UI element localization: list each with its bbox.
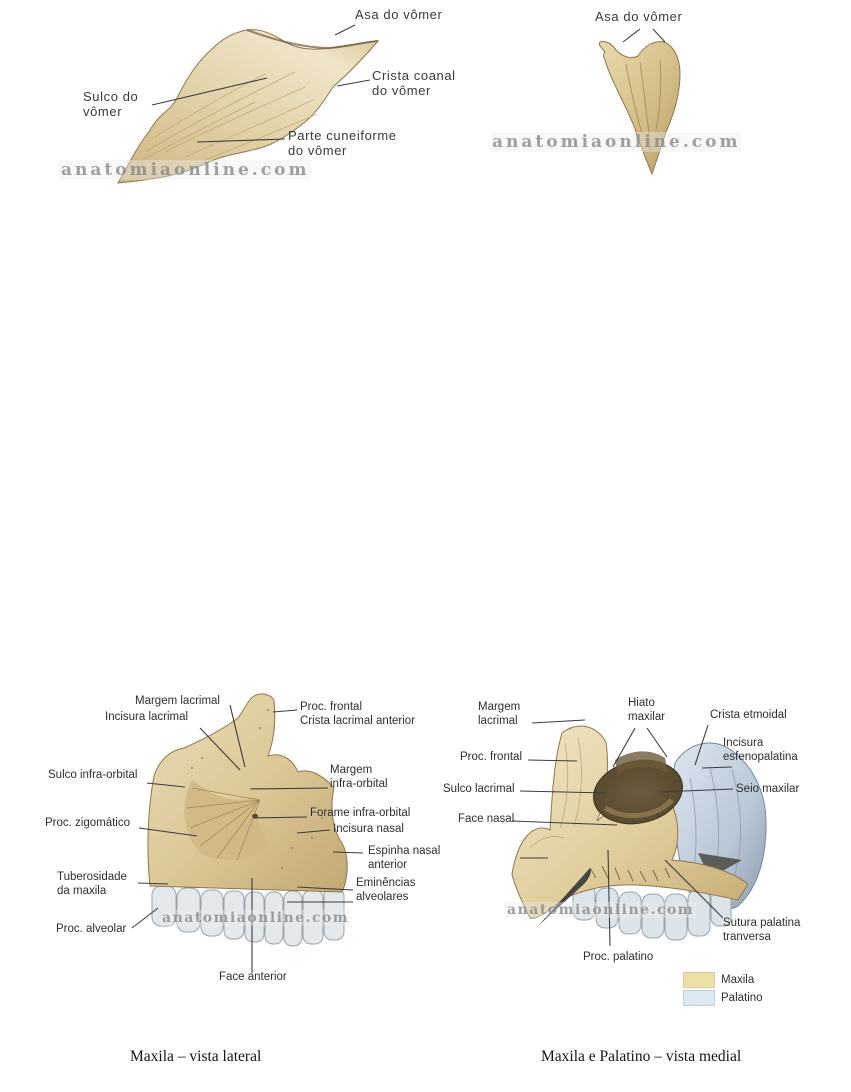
leader-line [646,727,668,758]
label-forame-infra-orbital: Forame infra-orbital [310,807,411,819]
teeth-row [572,883,732,941]
leader-lines [511,719,734,947]
leader-line [531,719,586,724]
label-proc-frontal: Proc. frontal [460,751,522,763]
leader-line [296,829,331,834]
leader-line [249,787,329,790]
label-incisura-lacrimal: Incisura lacrimal [105,711,189,723]
legend-item-maxila: Maxila [683,972,754,988]
zygomatic-ridges [186,787,261,861]
legend-swatch-palatino [683,990,715,1006]
infraorbital-foramen [252,813,258,819]
label-margem-lacrimal: Margem lacrimal [478,701,521,728]
leader-line [336,79,371,87]
label-margem-infra-orbital: Margem infra-orbital [330,764,388,791]
label-sulco-infra-orbital: Sulco infra-orbital [48,769,138,781]
zygomatic-process-area [184,780,270,861]
legend-item-palatino: Palatino [683,990,763,1006]
label-sulco-lacrimal: Sulco lacrimal [443,783,515,795]
label-hiato-maxilar: Hiato maxilar [628,697,666,724]
label-sulco-do-vomer: Sulco do vômer [83,89,139,119]
figure-caption-maxila-palatino: Maxila e Palatino – vista medial [541,1048,742,1065]
label-face-nasal: Face nasal [458,813,515,825]
label-margem-lacrimal: Margem lacrimal [135,695,220,707]
label-asa-do-vomer: Asa do vômer [595,9,683,24]
figure-caption-maxila-lateral: Maxila – vista lateral [130,1048,262,1065]
label-incisura-nasal: Incisura nasal [333,823,404,835]
watermark: anatomiaonline.com [490,132,743,152]
vomer-lateral-illustration [117,24,380,184]
maxila-lateral-illustration [131,693,364,973]
label-crista-etmoidal: Crista etmoidal [710,709,787,721]
bone-texture-lines [529,737,582,849]
bone-texture-lines [134,71,318,165]
palate-spongy-texture [589,865,671,883]
label-seio-maxilar: Seio maxilar [736,783,800,795]
incisor-spike [538,868,591,926]
leader-line [652,28,666,43]
leader-line [296,886,354,891]
label-parte-cuneiforme: Parte cuneiforme do vômer [288,128,397,158]
legend-swatch-maxila [683,972,715,988]
leader-line [272,709,298,713]
leader-line [137,882,169,885]
leader-line [527,759,578,762]
label-face-anterior: Face anterior [219,971,287,983]
leader-line [332,851,364,854]
leader-line [607,849,611,947]
leader-line [146,782,186,788]
leader-line [252,816,308,819]
figure-vomer-lateral: Asa do vômer Crista coanal do vômer Sulc… [55,2,485,200]
leader-line [151,77,268,106]
label-asa-do-vomer: Asa do vômer [355,7,443,22]
label-eminencias-alveolares: Eminências alveolares [356,877,416,904]
sinus-highlight [603,798,674,819]
label-tuberosidade-da-maxila: Tuberosidade da maxila [57,871,127,898]
teeth-row [151,885,345,947]
leader-line [334,24,356,36]
label-proc-zigomatico: Proc. zigomático [45,817,131,829]
figure-vomer-posterior: Asa do vômer anatomiaonline.com [488,2,773,198]
leader-lines [622,28,666,43]
label-proc-palatino: Proc. palatino [583,951,654,963]
leader-line [511,820,618,826]
leader-lines [131,704,364,973]
label-espinha-nasal-anterior: Espinha nasal anterior [368,845,441,872]
leader-lines [151,24,371,143]
vomer-posterior-illustration [598,28,681,176]
label-crista-coanal: Crista coanal do vômer [372,68,456,98]
label-incisura-esfenopalatina: Incisura esfenopalatina [723,737,798,764]
leader-line [519,790,608,794]
leader-line [622,28,641,43]
leader-line [694,724,709,766]
leader-line [664,859,724,919]
legend-label-palatino: Palatino [721,992,763,1004]
leader-line [612,727,636,768]
figure-maxila-palatino-medial: Margem lacrimal Hiato maxilar Crista etm… [440,688,840,1018]
leader-line [196,138,286,143]
figure-maxila-lateral: Margem lacrimal Incisura lacrimal Proc. … [42,688,442,1008]
leader-line [138,827,198,837]
bone-texture-dots [191,709,323,869]
watermark: anatomiaonline.com [59,160,312,180]
bone-texture-lines [625,59,662,153]
watermark: anatomiaonline.com [160,910,352,926]
vomer-bone-shape [598,41,681,176]
legend-label-maxila: Maxila [721,974,755,986]
vomer-ala-edge [246,29,379,50]
hiatus-shadow [615,751,668,774]
leader-line [229,704,246,768]
label-proc-alveolar: Proc. alveolar [56,923,127,935]
leader-line [199,727,241,771]
label-proc-frontal-crista: Proc. frontal Crista lacrimal anterior [300,701,416,728]
leader-line [659,788,734,793]
maxila-palatino-illustration [511,719,767,947]
watermark: anatomiaonline.com [505,902,697,918]
leader-line [131,907,159,929]
leader-line [701,766,733,769]
label-sutura-palatina-tranversa: Sutura palatina tranversa [723,917,801,944]
